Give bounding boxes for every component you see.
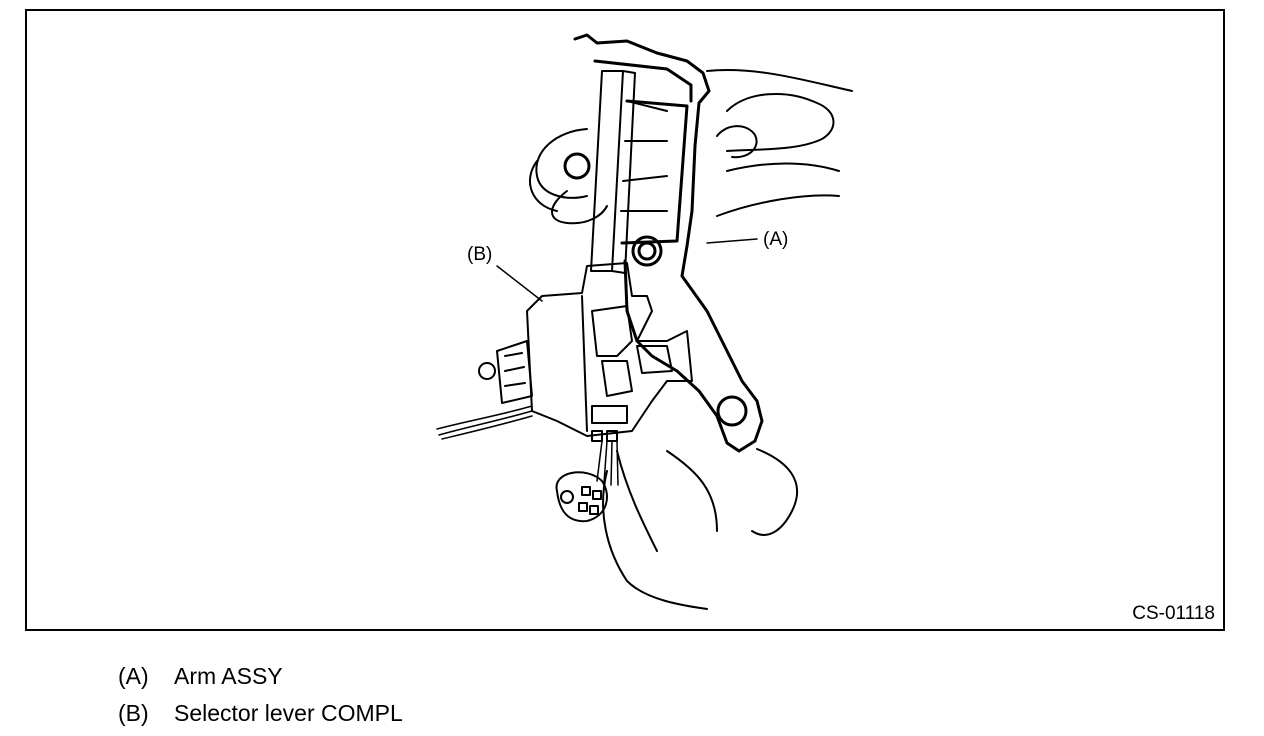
callout-a: (A) [763, 229, 788, 250]
figure-frame: (A) (B) CS-01118 [25, 9, 1225, 631]
legend: (A) Arm ASSY (B) Selector lever COMPL [118, 658, 403, 732]
legend-label: Arm ASSY [174, 663, 283, 689]
figure-id: CS-01118 [1132, 603, 1215, 624]
exploded-diagram: (A) (B) [436, 33, 853, 610]
arm-assy [563, 33, 764, 453]
selector-lever-body [478, 262, 693, 442]
legend-label: Selector lever COMPL [174, 700, 403, 726]
hand-right [666, 69, 853, 536]
legend-key: (A) [118, 663, 149, 689]
hand-left [528, 128, 708, 610]
wiring-harness [436, 405, 619, 486]
legend-item-b: (B) Selector lever COMPL [118, 695, 403, 732]
legend-item-a: (A) Arm ASSY [118, 658, 403, 695]
connector [555, 471, 608, 523]
legend-key: (B) [118, 700, 149, 726]
selector-lever-shaft [590, 70, 668, 274]
leader-b [496, 265, 543, 302]
callout-b: (B) [467, 244, 492, 265]
leader-a [706, 238, 758, 244]
